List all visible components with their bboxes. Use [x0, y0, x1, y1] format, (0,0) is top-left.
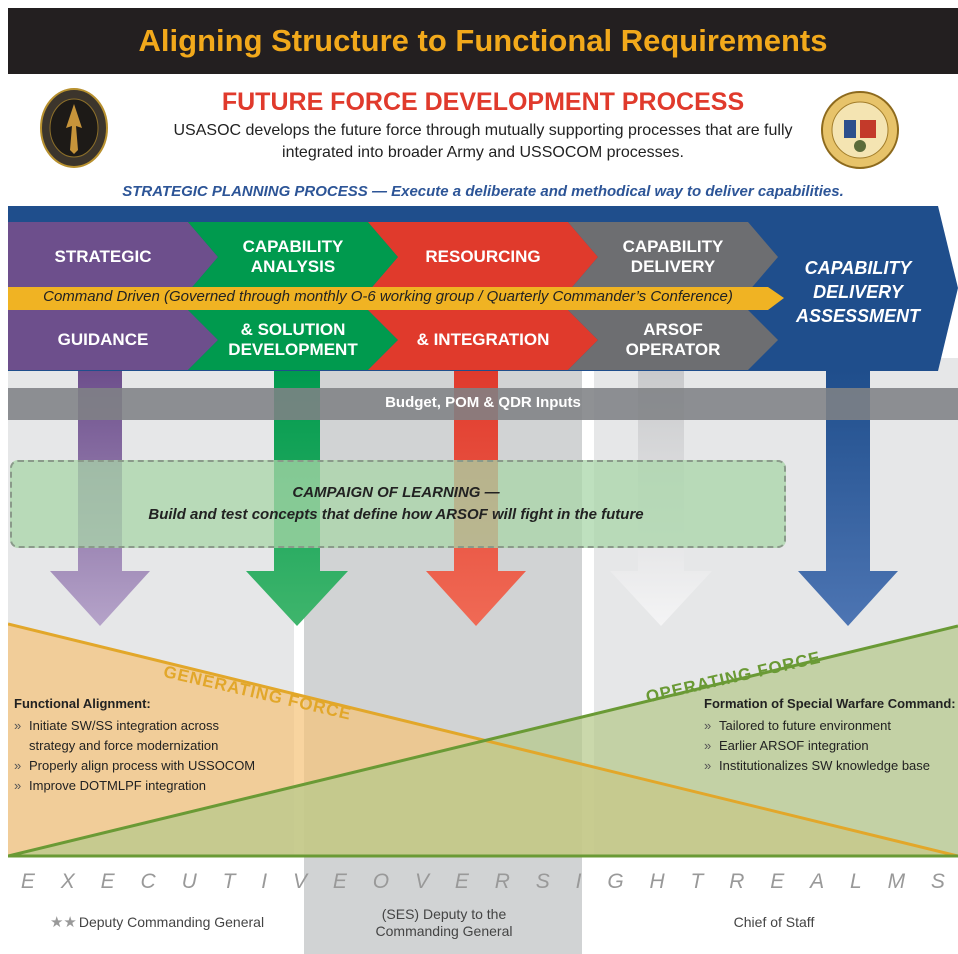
budget-label: Budget, POM & QDR Inputs	[385, 394, 581, 411]
phase-capability-delivery-line-2: DELIVERY	[630, 257, 716, 276]
ussocom-arrowhead-seal-icon	[40, 88, 108, 168]
force-triangles	[8, 622, 958, 858]
phase-guidance-label: GUIDANCE	[57, 330, 149, 349]
oversight-letter: C	[140, 870, 156, 893]
oversight-letter: L	[850, 870, 862, 893]
phase-solution-development-line-1: & SOLUTION	[240, 320, 346, 339]
phase-solution-development-label: & SOLUTION DEVELOPMENT	[208, 310, 378, 370]
oversight-letter: E	[770, 870, 785, 893]
bullet-icon: »	[704, 718, 712, 733]
phase-capability-analysis-line-2: ANALYSIS	[250, 257, 336, 276]
phase-arsof-operator-line-2: OPERATOR	[625, 340, 721, 359]
phase-strategic-top	[8, 222, 218, 292]
phase-capability-analysis-line-1: CAPABILITY	[242, 237, 344, 256]
bullet-icon: »	[14, 778, 22, 793]
list-item: »Properly align process with USSOCOM	[14, 756, 255, 776]
phase-resourcing-label: RESOURCING	[425, 247, 541, 266]
phase-capability-delivery-assessment-label: CAPABILITY DELIVERY ASSESSMENT	[778, 256, 938, 328]
oversight-letter: T	[690, 870, 704, 893]
command-driven-band	[8, 287, 784, 310]
bullet-icon: »	[704, 738, 712, 753]
realm-deputy-cg-label: Deputy Commanding General	[78, 914, 265, 930]
assessment-line-2: DELIVERY	[813, 282, 903, 302]
oversight-letter: X	[60, 870, 75, 893]
department-of-the-army-seal-icon	[821, 91, 899, 169]
oversight-letter: R	[729, 870, 745, 893]
process-description-line-1: USASOC develops the future force through…	[173, 122, 793, 139]
campaign-text: Build and test concepts that define how …	[148, 506, 644, 523]
page-title: Aligning Structure to Functional Require…	[138, 23, 828, 58]
phase-capability-delivery-top	[568, 222, 778, 292]
oversight-letter: S	[930, 870, 945, 893]
phase-capability-delivery-line-1: CAPABILITY	[622, 237, 724, 256]
assessment-line-3: ASSESSMENT	[795, 306, 921, 326]
oversight-letter: V	[414, 870, 429, 893]
realm-ses-deputy: (SES) Deputy to the Commanding General	[324, 906, 564, 940]
oversight-letter: R	[494, 870, 510, 893]
process-title: FUTURE FORCE DEVELOPMENT PROCESS	[221, 88, 745, 116]
oversight-letter: I	[261, 870, 268, 893]
realm-ses-line-2: Commanding General	[375, 923, 513, 939]
oversight-letter: M	[887, 870, 906, 893]
phase-guidance-bottom	[8, 310, 218, 370]
budget-band	[8, 388, 958, 420]
functional-alignment-list: »Initiate SW/SS integration across strat…	[14, 716, 255, 796]
bullet-icon: »	[14, 718, 22, 733]
oversight-letter: E	[20, 870, 35, 893]
process-band	[8, 206, 958, 371]
oversight-letter: V	[293, 870, 308, 893]
oversight-letter: E	[100, 870, 115, 893]
phase-resourcing-top	[368, 222, 598, 292]
realm-deputy-commanding-general: ★★Deputy Commanding General	[32, 914, 282, 931]
oversight-letter: I	[575, 870, 582, 893]
phase-arsof-operator-label: ARSOF OPERATOR	[588, 310, 758, 370]
process-description: USASOC develops the future force through…	[158, 120, 808, 164]
phase-solution-development-line-2: DEVELOPMENT	[228, 340, 358, 359]
oversight-letter: E	[454, 870, 469, 893]
swc-heading: Formation of Special Warfare Command:	[704, 696, 956, 711]
phase-strategic-label: STRATEGIC	[54, 247, 152, 266]
oversight-letter: T	[222, 870, 236, 893]
oversight-letter: U	[181, 870, 197, 893]
campaign-of-learning-box	[10, 460, 786, 548]
phase-arsof-operator-bottom	[568, 310, 778, 370]
operating-force-line	[8, 624, 958, 858]
title-bar: Aligning Structure to Functional Require…	[8, 8, 958, 74]
phase-capability-analysis-top	[188, 222, 398, 292]
oversight-letter: A	[810, 870, 825, 893]
list-item: »Institutionalizes SW knowledge base	[704, 756, 930, 776]
swc-list: »Tailored to future environment »Earlier…	[704, 716, 930, 776]
list-item: »Earlier ARSOF integration	[704, 736, 930, 756]
bullet-icon: »	[704, 758, 712, 773]
phase-capability-analysis-label: CAPABILITY ANALYSIS	[208, 222, 378, 292]
phase-solution-development-bottom	[188, 310, 398, 370]
assessment-line-1: CAPABILITY	[804, 258, 912, 278]
list-item: »Improve DOTMLPF integration	[14, 776, 255, 796]
phase-arsof-operator-line-1: ARSOF	[643, 320, 703, 339]
two-star-icon: ★★	[49, 914, 77, 931]
command-driven-label: Command Driven (Governed through monthly…	[43, 288, 733, 305]
phase-capability-delivery-label: CAPABILITY DELIVERY	[588, 222, 758, 292]
oversight-letter: H	[649, 870, 665, 893]
campaign-title: CAMPAIGN OF LEARNING —	[292, 484, 500, 501]
realm-ses-line-1: (SES) Deputy to the	[381, 906, 507, 922]
process-description-line-2: integrated into broader Army and USSOCOM…	[282, 144, 684, 161]
list-item: strategy and force modernization	[29, 738, 219, 753]
oversight-letter: G	[607, 870, 624, 893]
phase-integration-label: & INTEGRATION	[416, 330, 550, 349]
realm-chief-of-staff: Chief of Staff	[733, 914, 815, 930]
functional-alignment-heading: Functional Alignment:	[14, 696, 151, 711]
infographic: Aligning Structure to Functional Require…	[8, 8, 958, 954]
oversight-letter: O	[372, 870, 390, 893]
phase-integration-bottom	[368, 310, 598, 370]
list-item: »Initiate SW/SS integration across	[14, 716, 255, 736]
bullet-icon: »	[14, 758, 22, 773]
oversight-letter: S	[535, 870, 550, 893]
arrow-capability-delivery-assessment	[798, 371, 898, 626]
strategic-planning-caption: STRATEGIC PLANNING PROCESS — Execute a d…	[122, 183, 844, 200]
oversight-letter: E	[332, 870, 347, 893]
list-item: »Tailored to future environment	[704, 716, 930, 736]
